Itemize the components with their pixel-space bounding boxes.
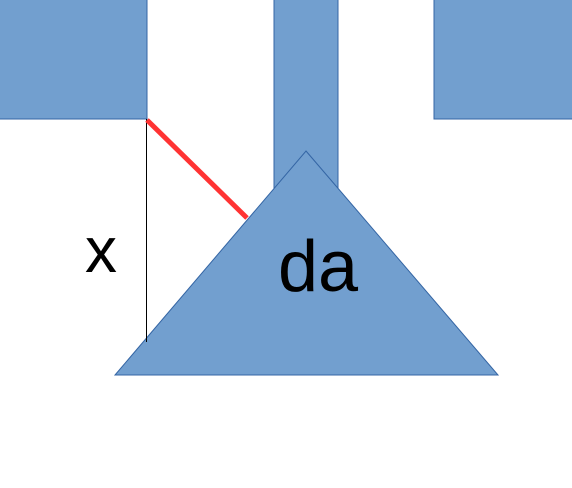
- triangle: [113, 150, 500, 376]
- triangle-label: da: [278, 227, 359, 307]
- red-connector-line: [145, 118, 249, 220]
- x-label: x: [85, 214, 117, 286]
- top-right-block: [433, 0, 572, 120]
- top-left-block: [0, 0, 148, 120]
